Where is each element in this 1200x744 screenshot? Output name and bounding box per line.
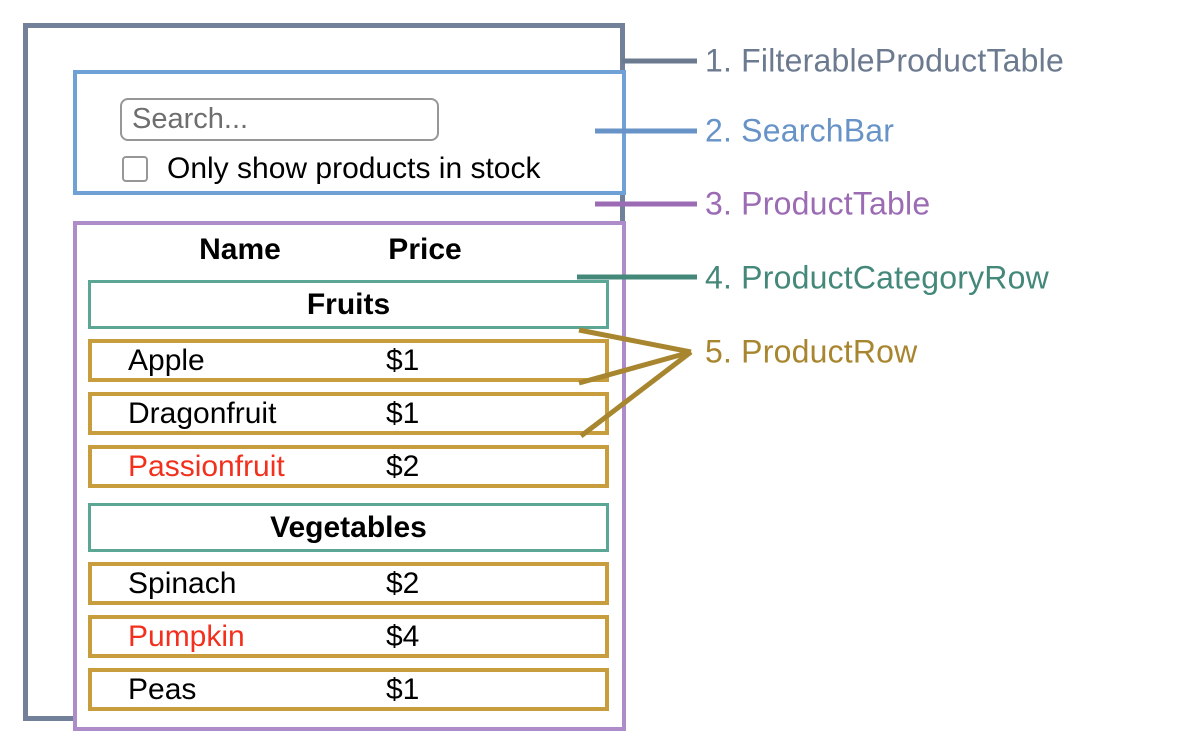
product-price: $2 bbox=[386, 449, 420, 483]
stock-filter-row: Only show products in stock bbox=[122, 152, 541, 186]
product-price: $1 bbox=[386, 396, 420, 430]
component-label-search-bar: 2. SearchBar bbox=[705, 112, 895, 149]
product-name: Peas bbox=[128, 672, 197, 706]
component-label-product-table: 3. ProductTable bbox=[705, 185, 931, 222]
product-row: Passionfruit $2 bbox=[88, 445, 609, 488]
product-price: $1 bbox=[386, 672, 420, 706]
column-header-price: Price bbox=[388, 233, 462, 266]
stock-checkbox-label: Only show products in stock bbox=[167, 152, 541, 185]
product-name: Spinach bbox=[128, 566, 237, 600]
product-price: $2 bbox=[386, 566, 420, 600]
component-label-product-category-row: 4. ProductCategoryRow bbox=[705, 259, 1049, 296]
product-name: Apple bbox=[128, 343, 205, 377]
product-price: $4 bbox=[386, 619, 420, 653]
product-row: Dragonfruit $1 bbox=[88, 392, 609, 435]
product-category-row: Fruits bbox=[88, 280, 609, 329]
product-category-row: Vegetables bbox=[88, 503, 609, 552]
filterable-product-table-box: Only show products in stock Name Price F… bbox=[23, 23, 626, 731]
search-input[interactable] bbox=[120, 98, 439, 141]
stock-checkbox[interactable] bbox=[122, 156, 148, 182]
component-label-filterable-product-table: 1. FilterableProductTable bbox=[705, 42, 1064, 79]
product-row: Peas $1 bbox=[88, 668, 609, 711]
product-price: $1 bbox=[386, 343, 420, 377]
search-bar-box: Only show products in stock bbox=[73, 70, 626, 195]
product-name: Pumpkin bbox=[128, 619, 245, 653]
product-name: Dragonfruit bbox=[128, 396, 277, 430]
component-label-product-row: 5. ProductRow bbox=[705, 333, 918, 370]
product-name: Passionfruit bbox=[128, 449, 285, 483]
product-row: Apple $1 bbox=[88, 339, 609, 382]
product-row: Spinach $2 bbox=[88, 562, 609, 605]
product-row: Pumpkin $4 bbox=[88, 615, 609, 658]
column-header-name: Name bbox=[199, 233, 281, 266]
